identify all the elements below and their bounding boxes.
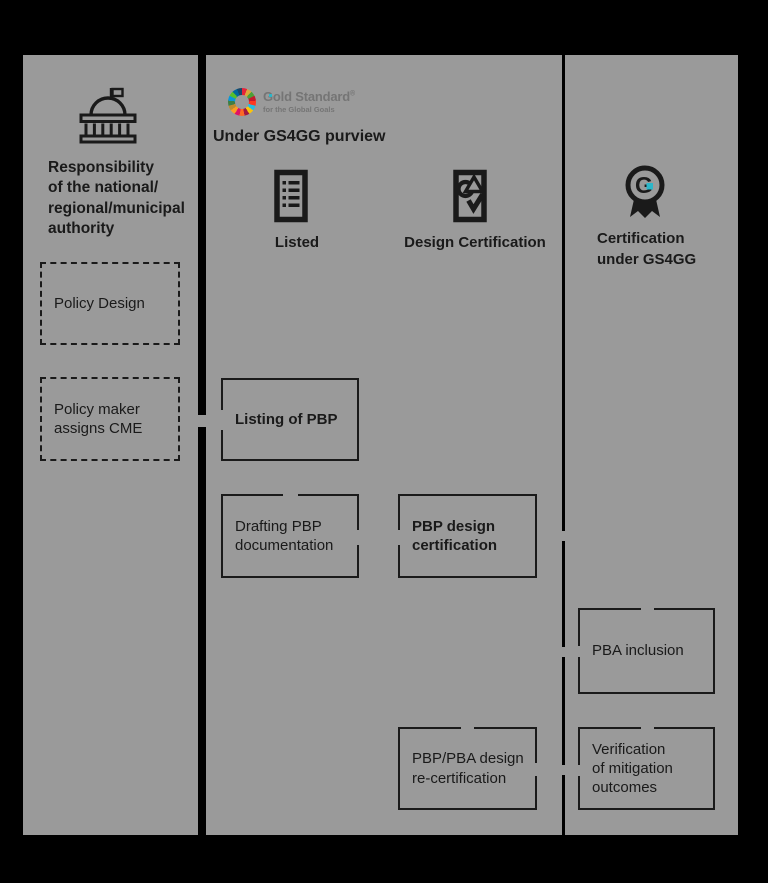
medal-ribbon-icon: G	[625, 165, 665, 218]
box-designcert-label: PBP design certification	[412, 517, 498, 554]
connector-gap	[641, 727, 654, 729]
medal-letter: G	[635, 172, 653, 198]
authority-header: Responsibility of the national/ regional…	[48, 159, 185, 238]
box-pbp-design-certification: PBP design certification	[398, 494, 537, 578]
box-policy-design: Policy Design	[40, 262, 180, 345]
listed-column-label: Listed	[274, 234, 320, 251]
box-verification-of-mitigation-outcomes: Verification of mitigation outcomes	[578, 727, 715, 810]
design-check-document-icon	[453, 169, 487, 223]
document-list-icon	[274, 169, 308, 223]
divider-connector-gap	[559, 647, 567, 657]
certification-column-label: Certification under GS4GG	[597, 230, 697, 268]
box-policy-maker-assigns-cme: Policy maker assigns CME	[40, 377, 180, 461]
box-verification-label: Verification of mitigation outcomes	[592, 740, 673, 797]
logo-g-teal-square	[268, 93, 272, 97]
connector-gap	[578, 646, 580, 657]
design-certification-column-label: Design Certification	[404, 234, 546, 251]
box-recert-label: PBP/PBA design re-certification	[412, 750, 524, 787]
box-pba-inclusion: PBA inclusion	[578, 608, 715, 694]
gold-standard-logo: Gold Standard® for the Global Goals	[228, 88, 428, 118]
government-building-icon	[79, 87, 137, 144]
box-drafting-label: Drafting PBP documentation	[235, 517, 334, 554]
connector-gap	[641, 608, 654, 610]
box-pba-label: PBA inclusion	[592, 642, 684, 660]
logo-tagline: for the Global Goals	[263, 105, 335, 114]
panel-authority: Responsibility of the national/ regional…	[23, 55, 198, 835]
box-listing-of-pbp: Listing of PBP	[221, 378, 359, 461]
box-listing-label: Listing of PBP	[235, 410, 338, 428]
logo-brand-line: Gold Standard®	[263, 89, 355, 104]
box-pbp-pba-design-recertification: PBP/PBA design re-certification	[398, 727, 537, 810]
connector-gap	[461, 727, 474, 729]
panel-gs4gg-purview: Gold Standard® for the Global Goals Unde…	[206, 55, 562, 835]
sdg-color-wheel-icon	[228, 88, 256, 116]
logo-brand: Gold Standard	[263, 89, 350, 104]
connector-gap	[283, 494, 298, 496]
gold-standard-logo-text: Gold Standard® for the Global Goals	[263, 89, 355, 114]
connector-gap	[398, 530, 400, 545]
box-drafting-pbp-documentation: Drafting PBP documentation	[221, 494, 359, 578]
box-assign-cme-label: Policy maker assigns CME	[54, 400, 143, 437]
box-policy-design-label: Policy Design	[54, 294, 145, 312]
divider-connector-gap	[559, 765, 567, 775]
divider-connector-gap	[196, 415, 208, 427]
connector-gap	[221, 410, 223, 430]
connector-gap	[535, 763, 537, 776]
panel-certification-gs4gg: G Certification under GS4GG PBA inclusio…	[565, 55, 738, 835]
connector-gap	[578, 765, 580, 776]
gs4gg-purview-header: Under GS4GG purview	[213, 128, 386, 145]
trademark-symbol: ®	[349, 90, 355, 98]
connector-gap	[357, 530, 359, 545]
divider-connector-gap	[559, 531, 567, 541]
